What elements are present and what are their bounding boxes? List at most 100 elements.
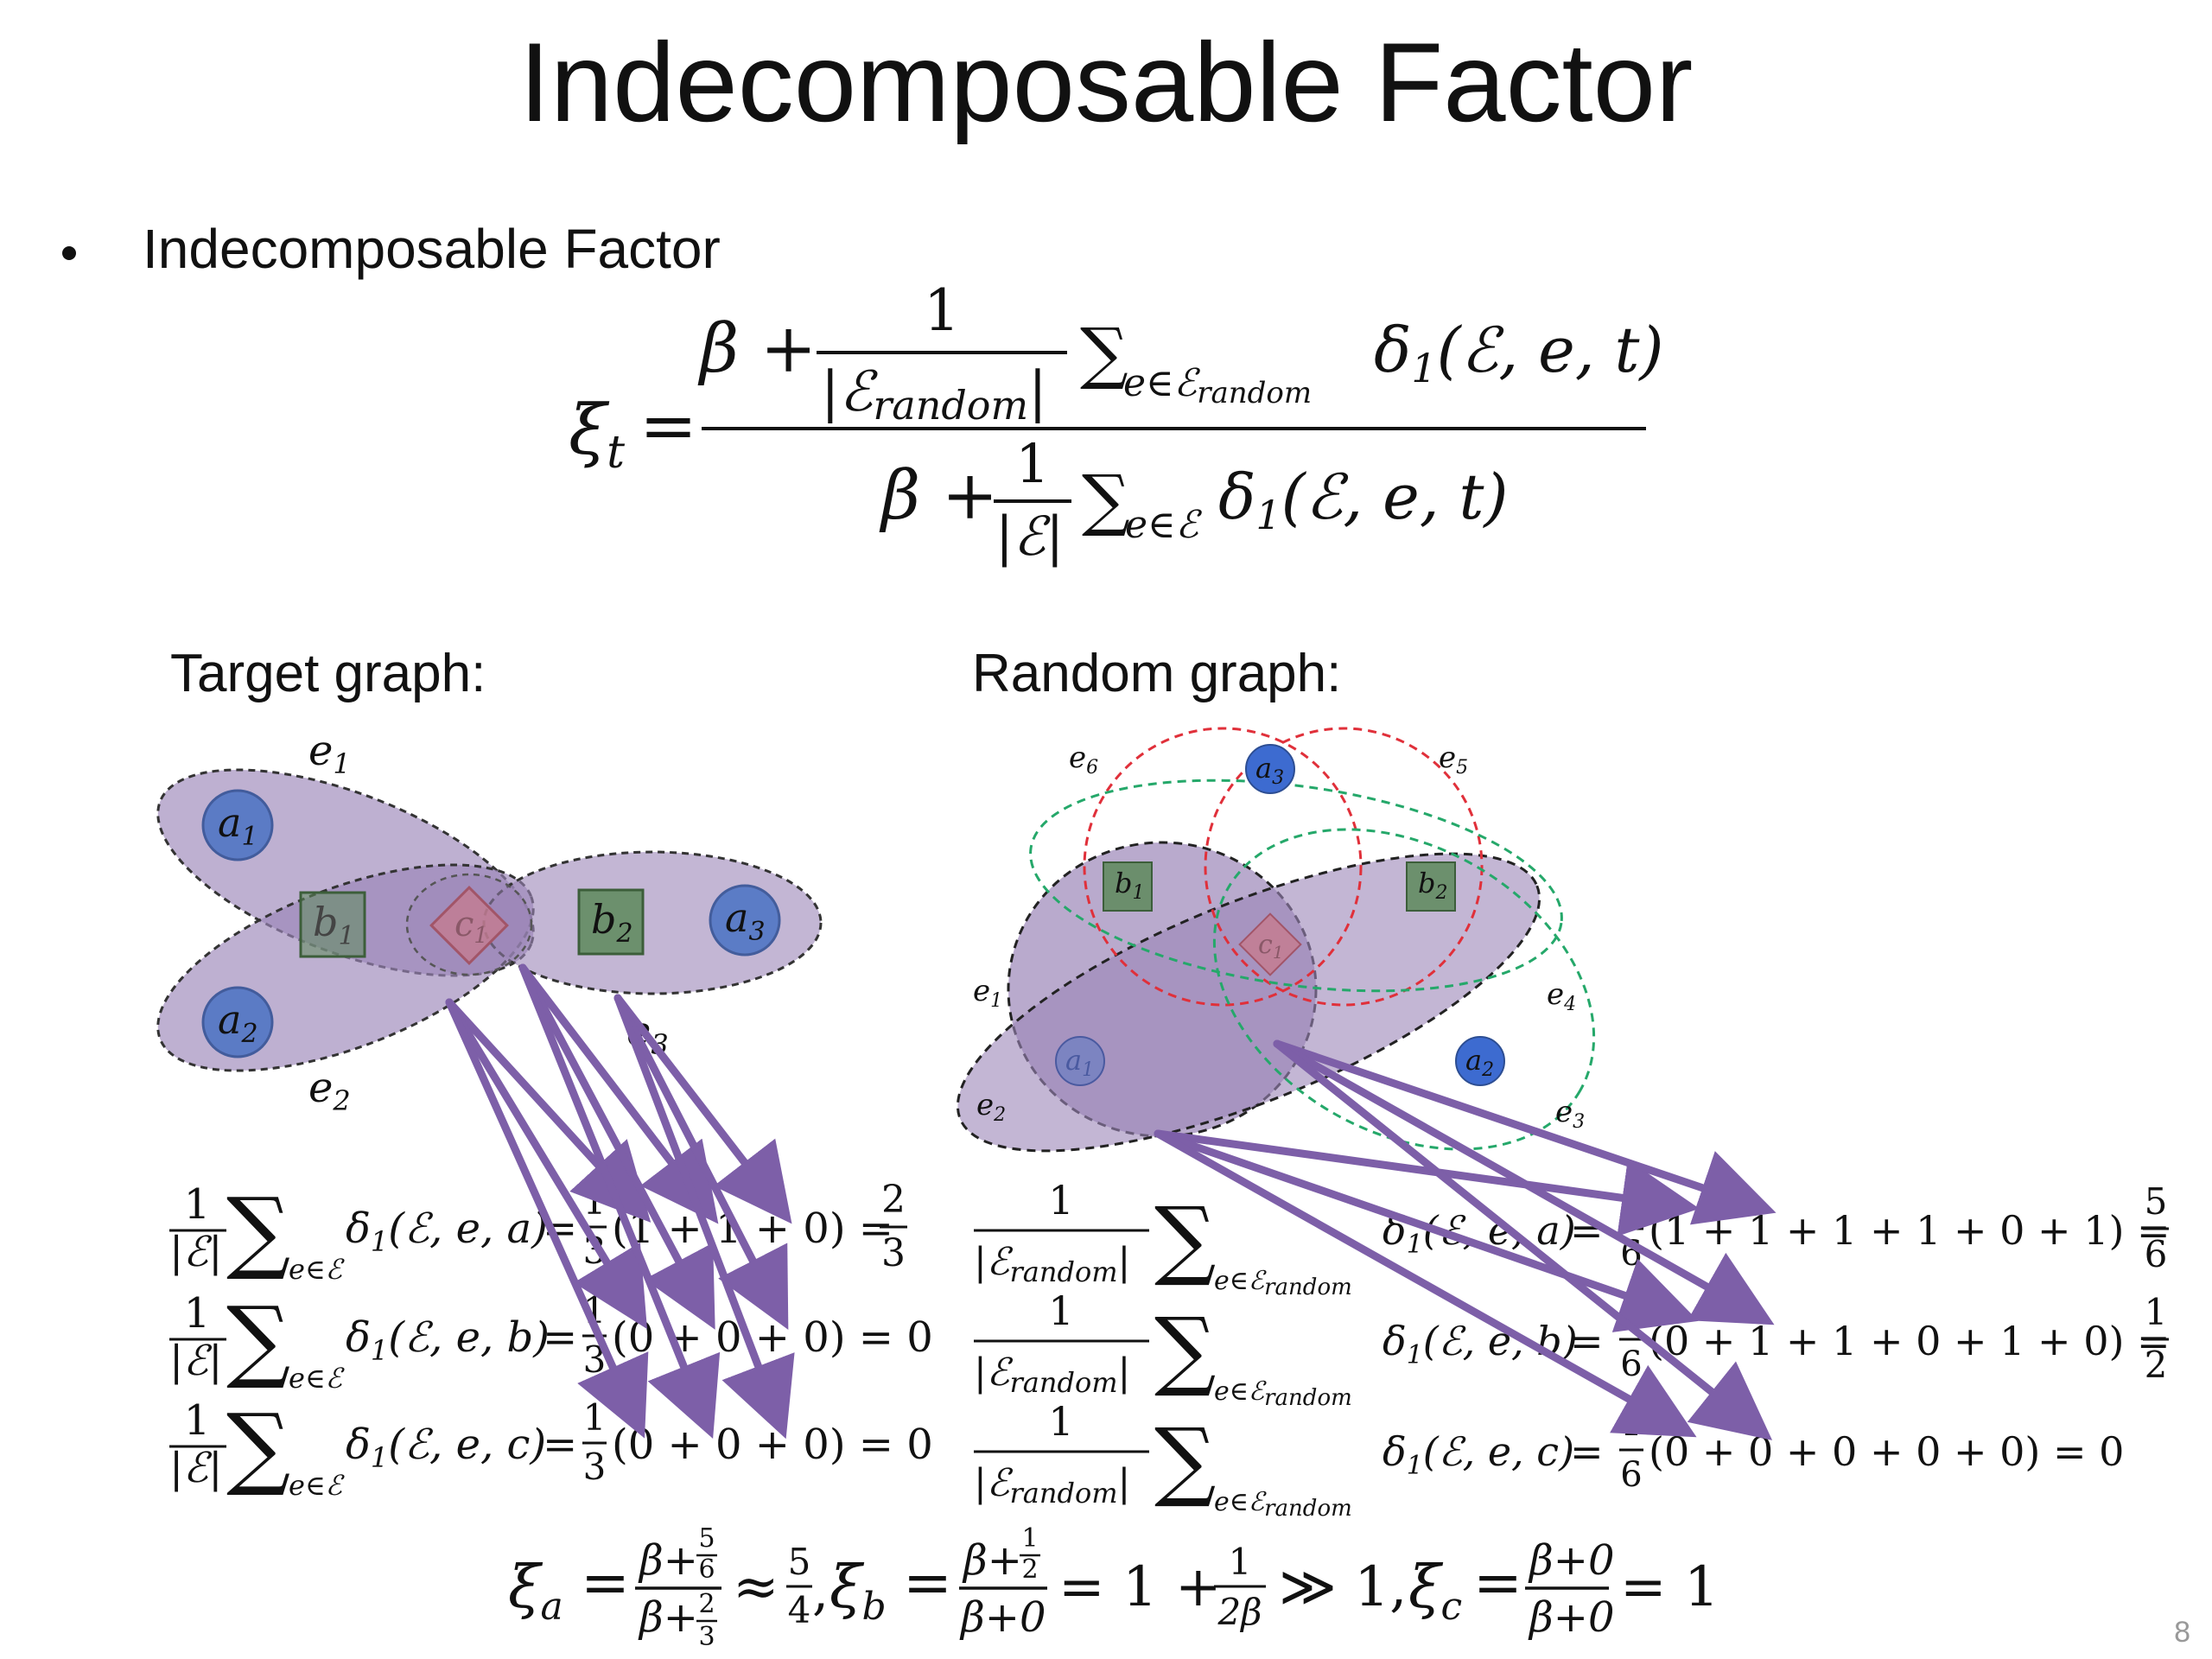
main-den-beta: β + xyxy=(879,457,998,535)
target-node-label-c1: c1 xyxy=(454,905,488,949)
random-row2-frac-num: 1 xyxy=(1048,1287,1073,1334)
random-row3-frac-num: 1 xyxy=(1048,1398,1073,1445)
slide-title: Indecomposable Factor xyxy=(519,19,1694,145)
target-eq-row: 1 |ℰ| ∑ e∈ℰ δ1(ℰ, e, c) = 1 3 (0 + 0 + 0… xyxy=(169,1394,933,1502)
main-num-delta: δ1(ℰ, e, t) xyxy=(1374,314,1664,391)
target-node-c1 xyxy=(429,886,509,965)
xi-a-den-n: 2 xyxy=(698,1589,715,1619)
random-arrow xyxy=(1154,1129,1699,1332)
xi-b-frac-d: 2β xyxy=(1217,1591,1262,1633)
xi-a-num: β+ xyxy=(638,1536,698,1585)
target-edge-label-e1: e1 xyxy=(308,727,351,780)
target-graph-label: Target graph: xyxy=(170,644,486,703)
random-row2-paren: (0 + 1 + 1 + 0 + 1 + 0) = xyxy=(1649,1318,2171,1364)
random-row1-sum-sub: e∈ℰrandom xyxy=(1214,1266,1352,1300)
xi-c-res: = 1 xyxy=(1620,1555,1719,1619)
random-row1-delta: δ1(ℰ, e, a) xyxy=(1382,1207,1576,1260)
random-node-b1 xyxy=(1103,861,1153,912)
random-edge-label-e1: e1 xyxy=(973,974,1002,1012)
main-den-sum-sub: e∈ℰ xyxy=(1125,503,1203,547)
target-node-label-b2: b2 xyxy=(591,896,633,949)
main-equals: = xyxy=(639,385,697,466)
random-row3-k-den: 6 xyxy=(1620,1455,1642,1495)
xi-b-frac-n: 1 xyxy=(1229,1541,1252,1583)
main-lhs: ξt xyxy=(569,390,625,479)
target-node-label-a3: a3 xyxy=(725,894,766,947)
random-row2-r-num: 1 xyxy=(2145,1291,2168,1333)
random-row2-delta: δ1(ℰ, e, b) xyxy=(1382,1318,1578,1370)
xi-a-den-d: 3 xyxy=(698,1622,715,1652)
random-row1-r-num: 5 xyxy=(2145,1180,2168,1223)
xi-b-num: β+ xyxy=(962,1536,1022,1585)
random-row2-r-den: 2 xyxy=(2145,1344,2168,1386)
target-arrow xyxy=(613,994,789,1331)
target-graph: a1 a2 a3 b1 b2 c1 e1 e2 e3 xyxy=(156,727,823,1117)
random-graph: a1 a2 a3 b1 b2 c1 e1 e2 e3 e4 e5 e6 xyxy=(956,727,1596,1153)
random-node-label-b1: b1 xyxy=(1115,867,1144,904)
target-node-a3 xyxy=(709,884,781,957)
xi-a-den: β+ xyxy=(638,1593,698,1642)
random-arrow xyxy=(1273,1039,1773,1440)
random-node-a3 xyxy=(1245,744,1295,794)
random-row3-delta: δ1(ℰ, e, c) xyxy=(1382,1428,1574,1481)
xi-c: ξc xyxy=(1408,1554,1462,1629)
target-row2-frac-num: 1 xyxy=(184,1289,211,1338)
target-row2-frac-den: |ℰ| xyxy=(169,1337,222,1385)
page-number: 8 xyxy=(2174,1616,2190,1649)
target-row2-eq: = xyxy=(543,1313,577,1362)
target-node-label-b1: b1 xyxy=(313,899,355,951)
target-row3-k-num: 1 xyxy=(583,1396,607,1439)
random-arrow xyxy=(1273,1039,1777,1225)
random-node-a2 xyxy=(1455,1036,1505,1086)
random-node-label-a2: a2 xyxy=(1465,1044,1494,1081)
main-den-sum: ∑ xyxy=(1082,461,1130,539)
xi-b-den: β+0 xyxy=(959,1593,1046,1642)
random-node-label-c1: c1 xyxy=(1258,930,1284,963)
main-num-sum-sub: e∈ℰrandom xyxy=(1123,361,1312,410)
random-arrows xyxy=(1154,1039,1777,1440)
target-edge-label-e2: e2 xyxy=(308,1064,351,1117)
random-graph-label: Random graph: xyxy=(972,644,1341,703)
random-row2-frac-den: |ℰrandom| xyxy=(974,1351,1130,1399)
xi-a-val-n: 5 xyxy=(788,1541,811,1583)
target-row1-r-den: 3 xyxy=(881,1231,906,1275)
target-row3-sum: ∑ xyxy=(226,1394,290,1499)
target-arrows xyxy=(445,963,795,1440)
target-row1-frac-num: 1 xyxy=(184,1180,211,1229)
target-row3-frac-den: |ℰ| xyxy=(169,1444,222,1492)
target-node-b2 xyxy=(577,888,645,956)
random-edge-label-e3: e3 xyxy=(1555,1095,1585,1133)
xi-c-den: β+0 xyxy=(1528,1593,1615,1642)
random-row3-eq: = xyxy=(1570,1428,1604,1475)
random-hyperedge-e4 xyxy=(1029,779,1563,993)
xi-a-approx: ≈ xyxy=(733,1555,779,1619)
main-num-sum: ∑ xyxy=(1080,315,1128,392)
target-row2-delta: δ1(ℰ, e, b) xyxy=(346,1313,550,1367)
target-node-label-a2: a2 xyxy=(218,996,258,1049)
random-edge-label-e2: e2 xyxy=(976,1088,1006,1126)
random-node-label-a1: a1 xyxy=(1065,1044,1094,1081)
target-node-a2 xyxy=(201,986,274,1058)
random-arrow xyxy=(1154,1129,1700,1236)
random-node-c1 xyxy=(1238,912,1302,976)
random-arrow xyxy=(1154,1129,1697,1438)
random-hyperedge-e6 xyxy=(1083,727,1363,1007)
xi-b-eq: = xyxy=(903,1549,952,1618)
main-den-delta: δ1(ℰ, e, t) xyxy=(1218,461,1509,538)
xi-c-eq: = xyxy=(1473,1549,1522,1618)
target-eq-row: 1 |ℰ| ∑ e∈ℰ δ1(ℰ, e, b) = 1 3 (0 + 0 + 0… xyxy=(169,1287,933,1395)
random-hyperedge-e5 xyxy=(1204,727,1484,1007)
target-arrow xyxy=(445,998,649,1439)
bottom-formula: ξa = β+ 5 6 β+ 2 3 ≈ 5 4 , ξb = β+ 1 2 β… xyxy=(508,1523,1719,1652)
random-row2-eq: = xyxy=(1570,1318,1604,1364)
target-node-a1 xyxy=(201,789,274,861)
random-node-a1 xyxy=(1055,1036,1105,1086)
target-arrow xyxy=(613,994,792,1224)
xi-a-num-n: 5 xyxy=(698,1523,715,1554)
random-node-b2 xyxy=(1406,861,1456,912)
main-num-beta: β + xyxy=(697,310,817,388)
xi-a: ξa xyxy=(508,1554,563,1629)
random-eq-row: 1 |ℰrandom| ∑ e∈ℰrandom δ1(ℰ, e, b) = 1 … xyxy=(974,1287,2171,1411)
target-arrow xyxy=(518,963,719,1224)
